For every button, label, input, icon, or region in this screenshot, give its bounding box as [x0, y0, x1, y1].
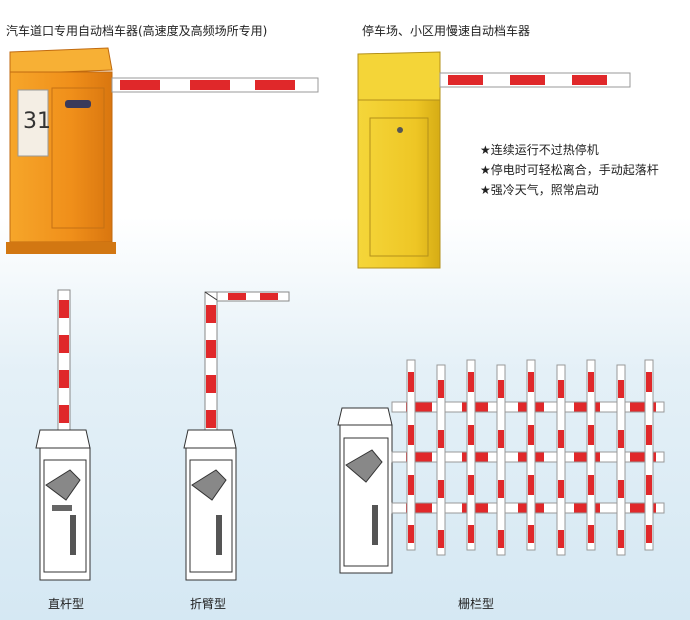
caption-parking-barrier: 停车场、小区用慢速自动档车器 [362, 24, 531, 38]
label-straight-type: 直杆型 [48, 597, 85, 611]
fence-barrier [337, 359, 665, 574]
feature-cold-start: ★强冷天气，照常启动 [480, 183, 599, 197]
folding-arm-barrier [183, 291, 290, 581]
label-folding-type: 折臂型 [190, 597, 227, 611]
caption-highspeed-barrier: 汽车道口专用自动档车器(高速度及高频场所专用) [6, 24, 268, 38]
svg-text:31: 31 [23, 109, 51, 134]
feature-continuous-run: ★连续运行不过热停机 [480, 143, 599, 157]
orange-barrier-illustration: 31 [6, 47, 319, 254]
yellow-barrier-illustration [357, 51, 631, 269]
feature-manual-release: ★停电时可轻松离合，手动起落杆 [480, 163, 659, 177]
straight-arm-barrier [35, 289, 91, 581]
label-fence-type: 栅栏型 [458, 597, 495, 611]
